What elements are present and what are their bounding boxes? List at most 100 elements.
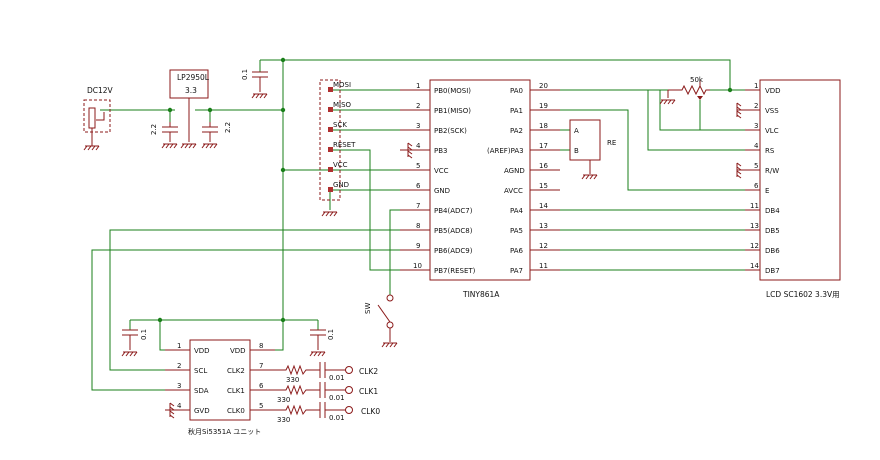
mcu-pin-num: 14 <box>539 202 548 210</box>
lcd-pin-name: R/W <box>765 167 779 175</box>
lcd-name: LCD SC1602 3.3V用 <box>766 290 840 299</box>
lcd-pin-num: 6 <box>754 182 759 190</box>
mcu-pin-num: 8 <box>416 222 420 230</box>
switch-label: SW <box>364 303 372 314</box>
si-pin-num: 2 <box>177 362 181 370</box>
regulator-voltage: 3.3 <box>185 86 197 95</box>
lcd-pin-name: DB6 <box>765 247 780 255</box>
lcd-pin-name: DB4 <box>765 207 780 215</box>
resistor-value: 330 <box>277 416 290 424</box>
junctions <box>157 57 733 323</box>
encoder-a: A <box>574 127 579 135</box>
dc-jack-label: DC12V <box>87 86 114 95</box>
regulator: LP2950L 3.3 <box>169 69 210 149</box>
si-pin-name: SCL <box>194 367 207 375</box>
si-pin-num: 6 <box>259 382 264 390</box>
lcd-pin-num: 14 <box>750 262 759 270</box>
si-pin-name: CLK2 <box>227 367 245 375</box>
isp-header: MOSI MISO SCK RESET VCC GND <box>319 79 356 217</box>
si-pin-num: 8 <box>259 342 263 350</box>
mcu-pin-name: PB7(RESET) <box>434 267 476 275</box>
mcu-pin-num: 9 <box>416 242 420 250</box>
cap-0-1-left: 0.1 <box>121 329 148 357</box>
mcu-pin-name: PA1 <box>510 107 523 115</box>
mcu-pin-name: PB2(SCK) <box>434 127 467 135</box>
mcu-pin-num: 10 <box>413 262 422 270</box>
si-pin-num: 1 <box>177 342 181 350</box>
cap-2-2-a: 2.2 <box>150 122 178 149</box>
isp-pin: RESET <box>333 141 356 149</box>
si-pin-name: VDD <box>230 347 246 355</box>
cap-0-1-right: 0.1 <box>309 329 335 357</box>
si-pin-num: 3 <box>177 382 181 390</box>
mcu-pin-name: PB1(MISO) <box>434 107 471 115</box>
lcd-pin-num: 12 <box>750 242 759 250</box>
cap-value: 0.01 <box>329 394 345 402</box>
cap-value: 0.01 <box>329 374 345 382</box>
mcu-pin-name: AGND <box>504 167 525 175</box>
mcu-pin-name: (AREF)PA3 <box>487 147 524 155</box>
mcu-pin-num: 16 <box>539 162 548 170</box>
mcu-pin-name: PB4(ADC7) <box>434 207 473 215</box>
encoder-label: RE <box>607 139 616 147</box>
output-label: CLK0 <box>361 407 380 416</box>
lcd-pin-name: VLC <box>765 127 779 135</box>
rotary-encoder: A B RE <box>569 119 616 180</box>
mcu-pin-name: PA6 <box>510 247 524 255</box>
mcu-pin-num: 20 <box>539 82 548 90</box>
mcu-pin-num: 3 <box>416 122 420 130</box>
mcu-pin-name: PA2 <box>510 127 523 135</box>
mcu-pin-name: PA5 <box>510 227 523 235</box>
resistor-value: 330 <box>277 396 290 404</box>
lcd-pin-name: E <box>765 187 769 195</box>
mcu-pin-num: 18 <box>539 122 548 130</box>
si-pin-name: VDD <box>194 347 210 355</box>
mcu-pin-name: AVCC <box>504 187 523 195</box>
mcu-pin-num: 17 <box>539 142 548 150</box>
dc-jack: DC12V <box>83 86 114 151</box>
regulator-name: LP2950L <box>177 73 210 82</box>
cap-value: 0.01 <box>329 414 345 422</box>
lcd-pin-num: 3 <box>754 122 758 130</box>
isp-pin: MISO <box>333 101 352 109</box>
mcu-pin-name: PB3 <box>434 147 447 155</box>
resistor-value: 330 <box>286 376 299 384</box>
mcu-pin-name: PA7 <box>510 267 523 275</box>
si-pin-name: CLK1 <box>227 387 245 395</box>
si-pin-num: 4 <box>177 402 182 410</box>
mcu-pin-num: 15 <box>539 182 548 190</box>
si5351-module: 秋月Si5351A ユニット 1 2 3 4 VDD SCL SDA GVD 8… <box>165 339 275 436</box>
reset-switch: SW <box>364 294 398 348</box>
clk2-chain: 330 0.01 CLK2 <box>275 362 378 384</box>
si5351-name: 秋月Si5351A ユニット <box>188 427 261 436</box>
lcd-pin-num: 11 <box>750 202 759 210</box>
lcd-pin-name: RS <box>765 147 775 155</box>
mcu-tiny861a: TINY861A 1 2 3 4 5 6 7 8 9 10 PB0(MOSI) … <box>400 79 560 299</box>
encoder-b: B <box>574 147 579 155</box>
potentiometer: 50k <box>659 76 710 105</box>
si-pin-num: 7 <box>259 362 263 370</box>
output-label: CLK2 <box>359 367 378 376</box>
mcu-pin-name: PB5(ADC8) <box>434 227 473 235</box>
mcu-pin-name: PB0(MOSI) <box>434 87 471 95</box>
lcd-pin-num: 1 <box>754 82 758 90</box>
si-pin-name: CLK0 <box>227 407 245 415</box>
lcd-pin-name: DB7 <box>765 267 780 275</box>
cap-value: 0.1 <box>241 69 249 80</box>
pot-value: 50k <box>690 76 704 84</box>
si-pin-num: 5 <box>259 402 263 410</box>
isp-pin: GND <box>333 181 349 189</box>
mcu-pin-name: PA0 <box>510 87 523 95</box>
lcd-pin-num: 13 <box>750 222 759 230</box>
si-pin-name: GVD <box>194 407 210 415</box>
mcu-pin-num: 1 <box>416 82 420 90</box>
mcu-pin-num: 2 <box>416 102 420 110</box>
mcu-pin-name: PA4 <box>510 207 524 215</box>
mcu-pin-name: VCC <box>434 167 449 175</box>
mcu-pin-num: 11 <box>539 262 548 270</box>
mcu-name: TINY861A <box>462 290 500 299</box>
lcd-pin-num: 5 <box>754 162 758 170</box>
mcu-pin-num: 6 <box>416 182 421 190</box>
mcu-pin-num: 13 <box>539 222 548 230</box>
